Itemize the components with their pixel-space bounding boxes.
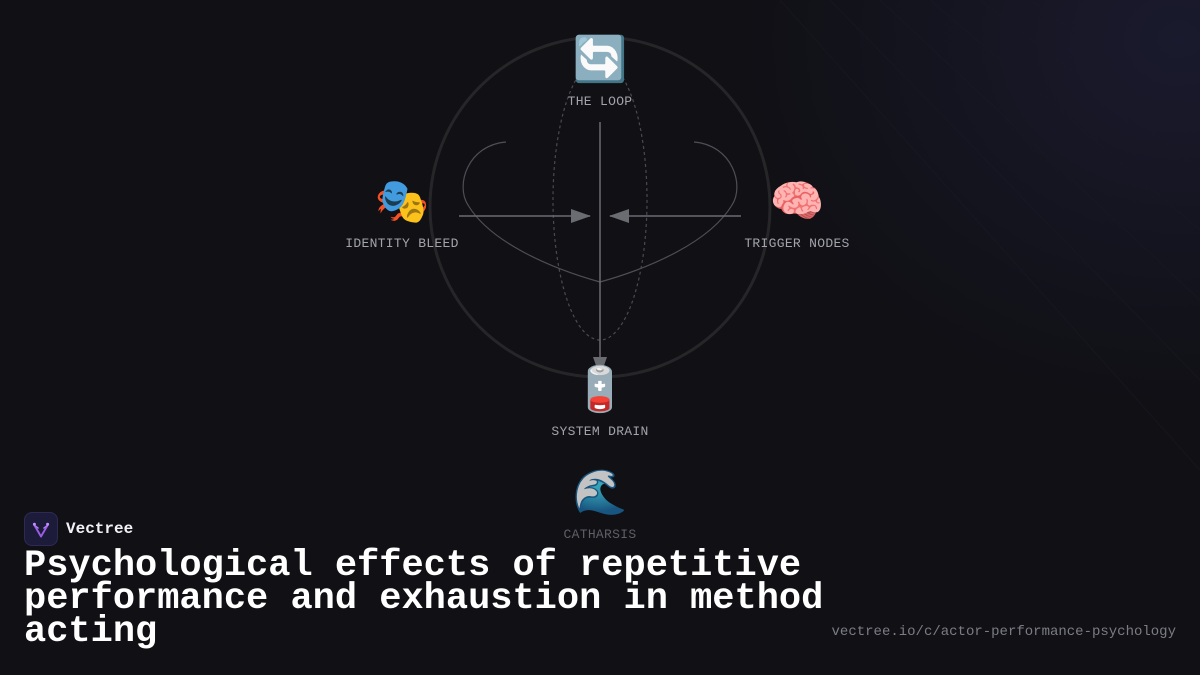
node-label: THE LOOP [567,94,633,109]
vectree-logo-icon [24,512,58,546]
brand-name: Vectree [66,520,134,538]
page-title: Psychological effects of repetitive perf… [24,545,824,653]
node-trigger-nodes: 🧠 TRIGGER NODES [697,176,897,252]
wave-icon: 🌊 [572,467,628,518]
theater-masks-icon: 🎭 [374,176,430,227]
node-system-drain: 🪫 SYSTEM DRAIN [500,364,700,440]
low-battery-icon: 🪫 [572,364,628,415]
brand: Vectree [24,512,133,546]
node-the-loop: 🔄 THE LOOP [500,34,700,110]
node-catharsis: 🌊 CATHARSIS [500,467,700,543]
brain-icon: 🧠 [769,176,825,227]
node-label: CATHARSIS [563,527,637,542]
node-identity-bleed: 🎭 IDENTITY BLEED [302,176,502,252]
node-label: SYSTEM DRAIN [551,424,649,439]
node-label: IDENTITY BLEED [345,236,459,251]
outer-circle [428,35,772,379]
cycle-arrows-icon: 🔄 [572,34,628,85]
node-label: TRIGGER NODES [744,236,850,251]
source-url[interactable]: vectree.io/c/actor-performance-psycholog… [831,624,1176,640]
